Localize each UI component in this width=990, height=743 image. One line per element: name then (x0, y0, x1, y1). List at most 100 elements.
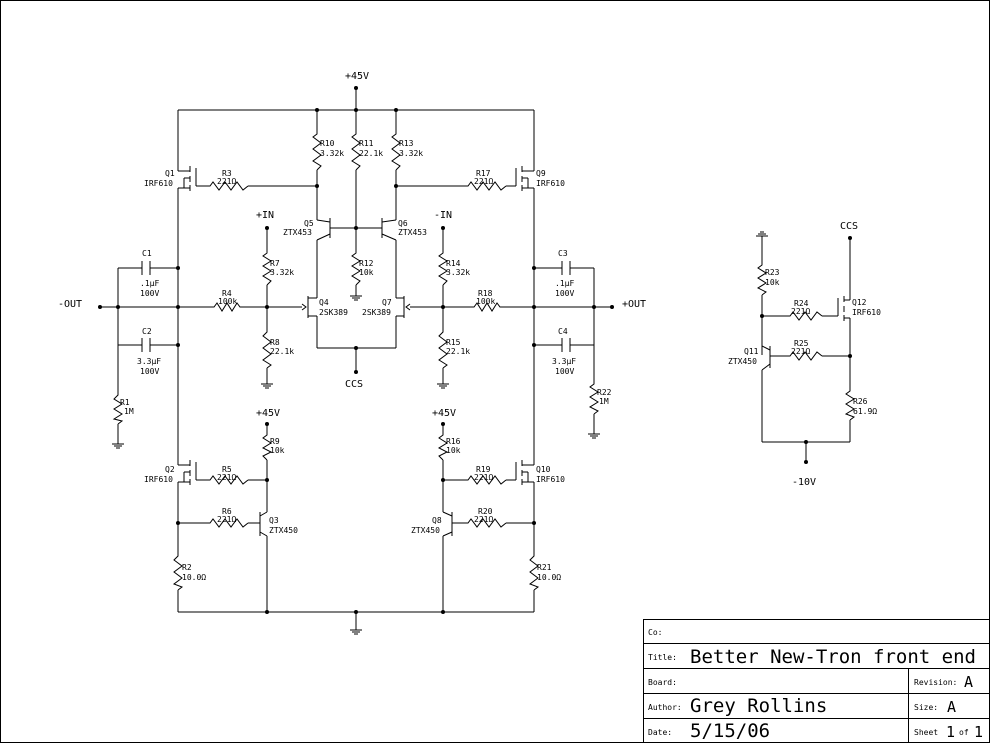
resistor-r15-icon (438, 328, 448, 369)
power-label-plus45-right: +45V (432, 408, 456, 419)
r15-value: 22.1k (446, 347, 470, 356)
resistor-r23-icon (756, 262, 767, 296)
bjt-q5-icon (316, 218, 331, 241)
c2-ref: C2 (142, 327, 152, 336)
r10-value: 3.32k (320, 149, 344, 158)
r6-ref: R6 (222, 507, 232, 516)
c1-voltage: 100V (140, 289, 159, 298)
r24-ref: R24 (794, 299, 809, 308)
resistor-r3-icon (206, 181, 249, 191)
r5-ref: R5 (222, 465, 232, 474)
tb-co-label: Co: (648, 628, 662, 637)
tb-date-value: 5/15/06 (690, 720, 770, 742)
r8-value: 22.1k (270, 347, 294, 356)
r16-ref: R16 (446, 437, 461, 446)
r3-value: 221Ω (217, 177, 236, 186)
resistor-r13-icon (391, 130, 401, 171)
q9-ref: Q9 (536, 169, 546, 178)
q12-ref: Q12 (852, 298, 867, 307)
tb-sheet-of: of (959, 728, 969, 737)
c4-value: 3.3µF (552, 357, 576, 366)
resistor-r7-icon (262, 250, 272, 286)
tb-author-label: Author: (648, 703, 682, 712)
tb-board-label: Board: (648, 678, 677, 687)
r12-value: 10k (359, 268, 374, 277)
jfet-q7-icon (396, 296, 411, 318)
ground-icon (350, 295, 362, 301)
r13-ref: R13 (399, 139, 414, 148)
resistor-r17-icon (464, 181, 507, 191)
ccs-label-right: CCS (840, 221, 858, 232)
resistor-labels: R1 1M R2 10.0Ω R3 221Ω R4 100k R5 221Ω R… (120, 139, 877, 582)
r15-ref: R15 (446, 338, 461, 347)
r9-value: 10k (270, 446, 285, 455)
resistor-r22-icon (588, 380, 599, 415)
resistor-r18-icon (470, 302, 502, 312)
r2-value: 10.0Ω (182, 573, 206, 582)
bjt-q8-icon (442, 511, 453, 537)
bjt-q11-icon (761, 345, 771, 371)
ground-icon (350, 629, 362, 635)
tb-date-label: Date: (648, 728, 672, 737)
title-block: Co: Title: Better New-Tron front end Boa… (643, 619, 990, 743)
transistor-labels: Q1 IRF610 Q9 IRF610 Q2 IRF610 Q10 IRF610… (144, 169, 881, 535)
capacitor-c4-icon (561, 338, 571, 352)
r16-value: 10k (446, 446, 461, 455)
tb-revision-value: A (964, 673, 973, 691)
capacitor-labels: C1 .1µF 100V C2 3.3µF 100V C3 .1µF 100V … (137, 249, 576, 376)
r3-ref: R3 (222, 169, 232, 178)
resistor-r4-icon (210, 302, 242, 312)
r26-ref: R26 (853, 397, 868, 406)
capacitor-symbols (141, 261, 571, 352)
r11-ref: R11 (359, 139, 374, 148)
bjt-q6-icon (381, 218, 397, 241)
r6-value: 221Ω (217, 515, 236, 524)
r17-value: 221Ω (474, 177, 493, 186)
junction-dots (98, 86, 852, 614)
r11-value: 22.1k (359, 149, 383, 158)
tb-revision-label: Revision: (914, 678, 957, 687)
q2-ref: Q2 (165, 465, 175, 474)
r18-ref: R18 (478, 289, 493, 298)
tb-sheet-value: 1 (946, 723, 955, 741)
q7-part: 2SK389 (362, 308, 391, 317)
resistor-symbols (112, 130, 856, 591)
q5-ref: Q5 (304, 219, 314, 228)
c2-value: 3.3µF (137, 357, 161, 366)
q4-part: 2SK389 (319, 308, 348, 317)
q2-part: IRF610 (144, 475, 173, 484)
mosfet-q9-icon (515, 166, 529, 191)
resistor-r24-icon (786, 311, 823, 321)
q6-part: ZTX453 (398, 228, 427, 237)
r18-value: 100k (476, 297, 495, 306)
r2-ref: R2 (182, 563, 192, 572)
c1-ref: C1 (142, 249, 152, 258)
q4-ref: Q4 (319, 298, 329, 307)
c4-ref: C4 (558, 327, 568, 336)
r25-ref: R25 (794, 339, 809, 348)
tb-sheet-label: Sheet (914, 728, 938, 737)
ground-icon (261, 383, 273, 389)
q12-part: IRF610 (852, 308, 881, 317)
mosfet-q2-icon (183, 460, 197, 485)
resistor-r10-icon (312, 130, 322, 171)
input-label-plus-in: +IN (256, 210, 274, 221)
r22-value: 1M (599, 397, 609, 406)
q1-part: IRF610 (144, 179, 173, 188)
r17-ref: R17 (476, 169, 491, 178)
r19-ref: R19 (476, 465, 491, 474)
tb-size-label: Size: (914, 703, 938, 712)
output-label-minus-out: -OUT (58, 299, 82, 310)
r19-value: 221Ω (474, 473, 493, 482)
q1-ref: Q1 (165, 169, 175, 178)
r10-ref: R10 (320, 139, 335, 148)
r8-ref: R8 (270, 338, 280, 347)
ground-symbols (112, 231, 768, 635)
resistor-r2-icon (172, 552, 184, 591)
mosfet-q12-icon (837, 296, 850, 321)
r24-value: 221Ω (791, 307, 810, 316)
r23-value: 10k (765, 278, 780, 287)
resistor-r21-icon (528, 552, 540, 591)
ground-icon (437, 383, 449, 389)
tb-size-value: A (947, 698, 956, 716)
